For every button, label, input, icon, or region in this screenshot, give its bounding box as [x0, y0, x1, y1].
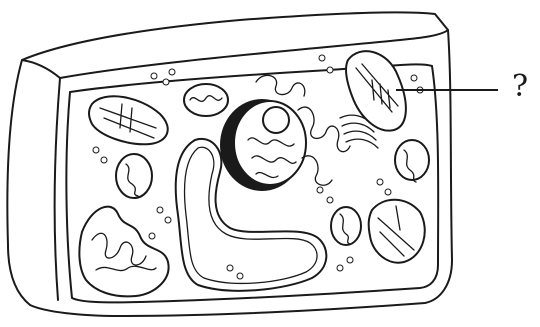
- nucleolus: [263, 107, 289, 133]
- callout-question-label: ?: [512, 72, 528, 102]
- mitochondrion: [395, 140, 429, 182]
- folded-organelle: [79, 207, 168, 297]
- mitochondrion: [184, 84, 228, 116]
- mitochondrion: [331, 207, 361, 245]
- nucleus: [220, 99, 306, 191]
- chloroplast: [369, 200, 425, 263]
- chloroplast: [89, 96, 168, 144]
- mitochondrion: [116, 154, 152, 198]
